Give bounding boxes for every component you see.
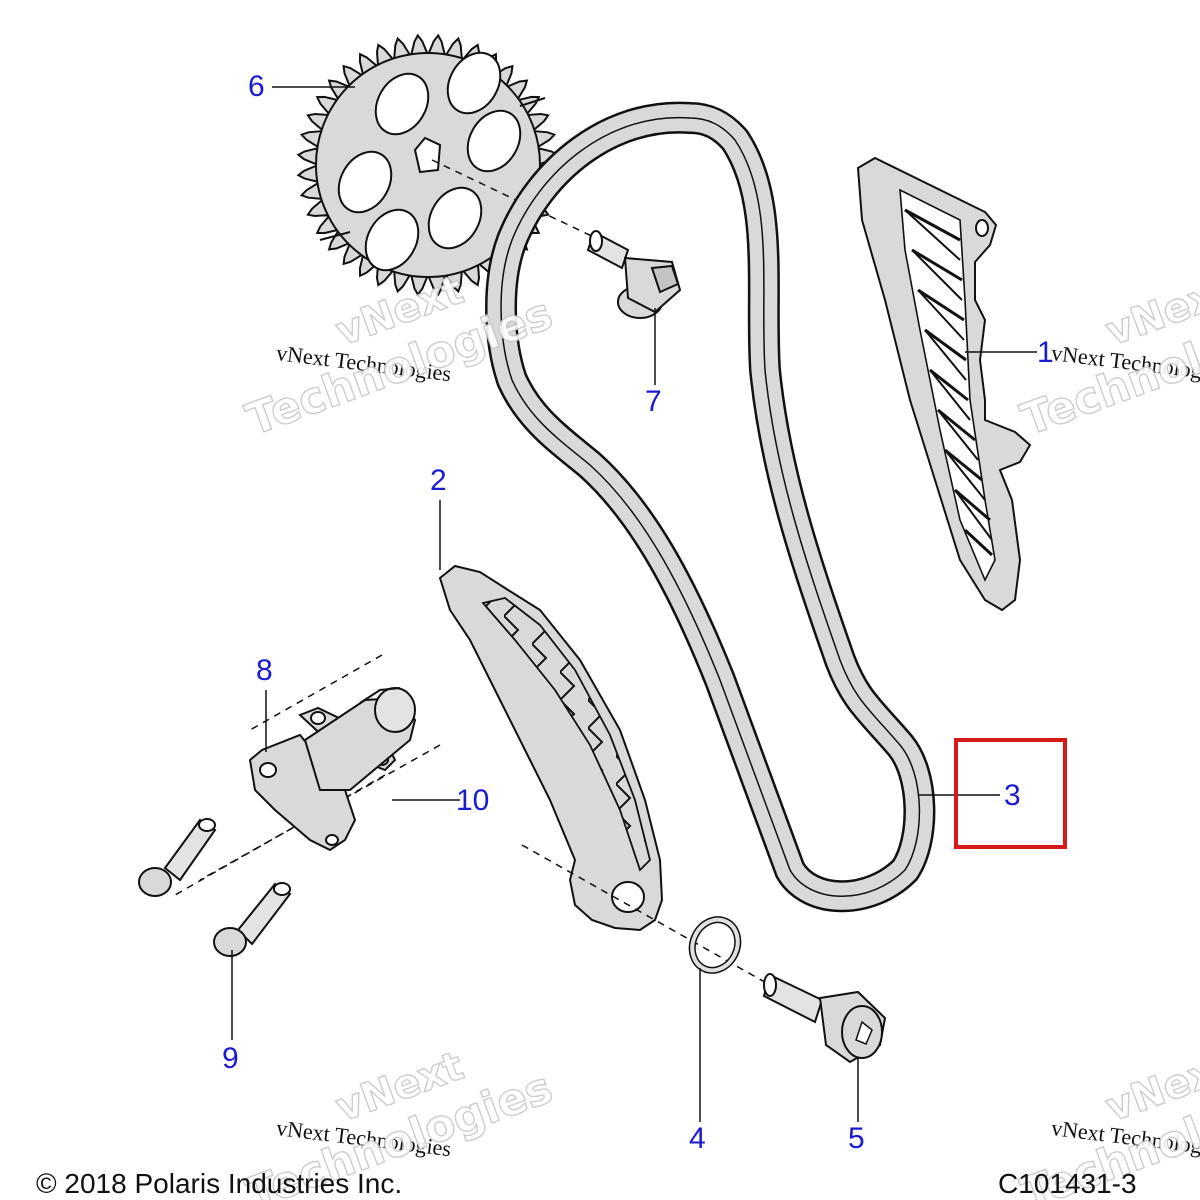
copyright-text: © 2018 Polaris Industries Inc. <box>36 1168 403 1199</box>
callout-7[interactable]: 7 <box>645 385 662 418</box>
tensioner-bolt-9b <box>213 882 292 957</box>
callout-9[interactable]: 9 <box>222 1042 239 1075</box>
bolt-7 <box>586 230 682 319</box>
callout-8[interactable]: 8 <box>256 654 273 687</box>
callout-5[interactable]: 5 <box>848 1122 865 1155</box>
pivot-bolt-5 <box>762 973 887 1064</box>
callout-10[interactable]: 10 <box>456 784 490 817</box>
callout-2[interactable]: 2 <box>430 464 447 497</box>
chain-tensioner-8 <box>174 654 441 896</box>
callout-4[interactable]: 4 <box>689 1122 706 1155</box>
cam-sprocket <box>296 33 560 297</box>
chain-guide-1 <box>856 156 1032 612</box>
diagram-code: C101431-3 <box>998 1168 1137 1199</box>
leader-lines <box>231 86 1037 1122</box>
timing-chain <box>485 101 936 913</box>
washer-4 <box>688 916 742 974</box>
callout-3[interactable]: 3 <box>1004 779 1021 812</box>
selected-callout-highlight <box>954 738 1067 849</box>
tensioner-bolt-9a <box>138 818 217 897</box>
callout-6[interactable]: 6 <box>248 70 265 103</box>
tensioner-guide-2 <box>438 564 664 932</box>
callout-1[interactable]: 1 <box>1037 336 1054 369</box>
